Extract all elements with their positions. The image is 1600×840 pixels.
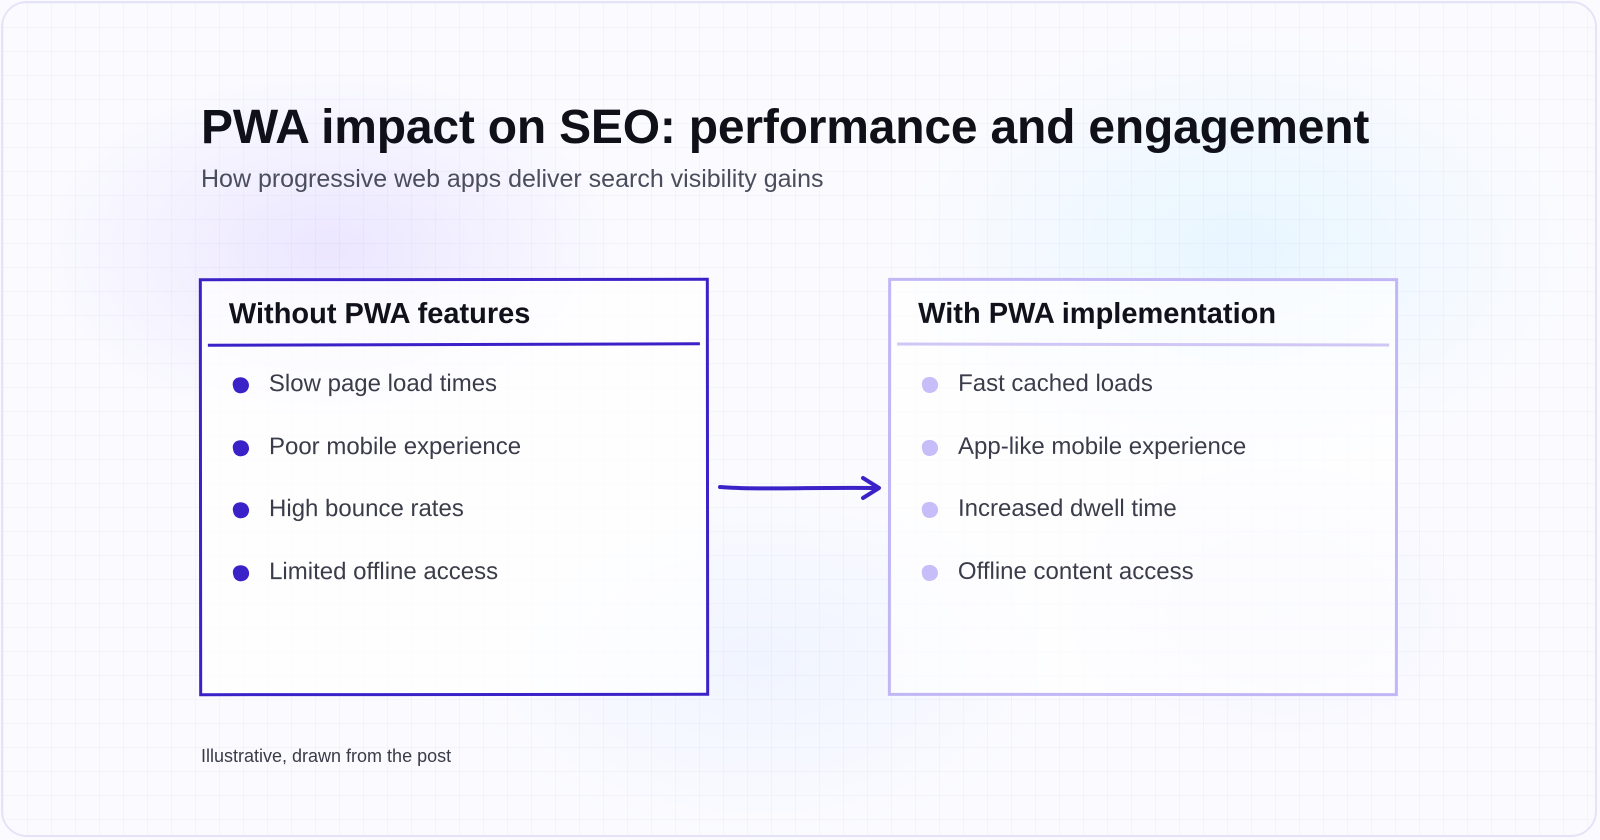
bullet-dot-icon bbox=[920, 563, 940, 583]
list-item: Limited offline access bbox=[231, 556, 521, 619]
list-item-label: Fast cached loads bbox=[958, 369, 1153, 398]
list-item-label: App-like mobile experience bbox=[958, 432, 1247, 460]
list-item-label: High bounce rates bbox=[269, 495, 464, 523]
bullet-dot-icon bbox=[231, 438, 251, 458]
list-item-label: Offline content access bbox=[957, 557, 1194, 586]
with-pwa-divider bbox=[897, 342, 1390, 347]
bullet-dot-icon bbox=[920, 375, 940, 395]
list-item: App-like mobile experience bbox=[920, 431, 1247, 494]
page-title: PWA impact on SEO: performance and engag… bbox=[201, 101, 1370, 154]
without-pwa-panel: Without PWA features Slow page load time… bbox=[198, 277, 710, 697]
without-pwa-title: Without PWA features bbox=[228, 297, 531, 331]
list-item-label: Increased dwell time bbox=[957, 495, 1177, 523]
list-item: Fast cached loads bbox=[920, 368, 1246, 431]
bullet-dot-icon bbox=[920, 438, 940, 458]
list-item-label: Poor mobile experience bbox=[268, 432, 522, 460]
with-pwa-list: Fast cached loads App-like mobile experi… bbox=[920, 368, 1247, 619]
footnote: Illustrative, drawn from the post bbox=[201, 746, 452, 766]
without-pwa-divider bbox=[207, 342, 700, 347]
list-item: High bounce rates bbox=[231, 493, 521, 556]
list-item-label: Slow page load times bbox=[268, 369, 498, 398]
list-item: Increased dwell time bbox=[920, 493, 1246, 556]
list-item-label: Limited offline access bbox=[269, 558, 499, 586]
without-pwa-list: Slow page load times Poor mobile experie… bbox=[231, 368, 522, 619]
list-item: Offline content access bbox=[920, 556, 1246, 619]
with-pwa-panel: With PWA implementation Fast cached load… bbox=[887, 277, 1399, 697]
bullet-dot-icon bbox=[231, 501, 251, 521]
with-pwa-title: With PWA implementation bbox=[918, 297, 1277, 331]
bullet-dot-icon bbox=[231, 563, 251, 583]
bullet-dot-icon bbox=[920, 500, 940, 520]
page-subtitle: How progressive web apps deliver search … bbox=[201, 165, 824, 193]
bullet-dot-icon bbox=[231, 375, 251, 395]
list-item: Poor mobile experience bbox=[231, 431, 522, 494]
arrow-right-icon bbox=[718, 476, 881, 500]
list-item: Slow page load times bbox=[231, 368, 521, 431]
